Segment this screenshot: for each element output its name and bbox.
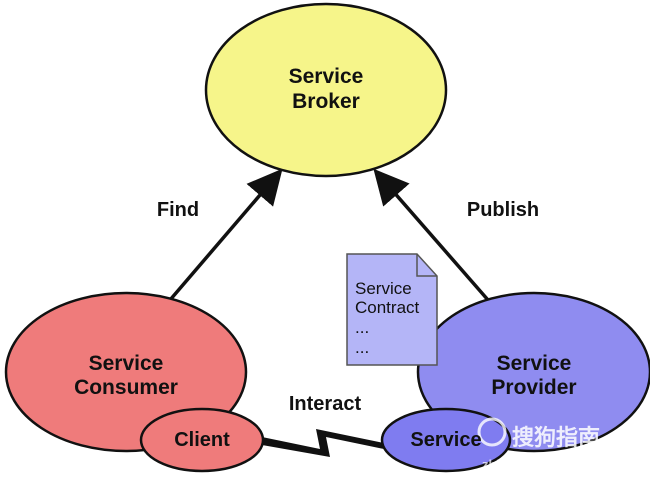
contract-line2: Contract — [355, 298, 420, 317]
consumer-label-line1: Service — [88, 352, 164, 375]
publish-label: Publish — [466, 199, 540, 221]
contract-line4: ... — [355, 338, 370, 357]
broker-label-line1: Service — [288, 65, 364, 88]
find-label: Find — [156, 199, 200, 221]
consumer-label-line2: Consumer — [74, 376, 178, 399]
contract-line3: ... — [355, 318, 370, 337]
service-label: Service — [410, 429, 482, 451]
provider-label-line1: Service — [496, 352, 572, 375]
watermark-logo-icon — [477, 417, 507, 447]
client-label: Client — [174, 429, 230, 451]
doc-fold — [416, 254, 437, 277]
client-node — [139, 407, 265, 473]
service-broker-node — [204, 2, 448, 178]
provider-label-line2: Provider — [491, 376, 577, 399]
publish-arrow — [373, 168, 490, 302]
interact-label: Interact — [288, 393, 362, 415]
find-arrow — [168, 168, 283, 302]
service-node — [380, 407, 512, 473]
watermark-url: zhinan.sogou.com — [482, 457, 597, 472]
service-contract-doc — [346, 253, 438, 366]
interact-lightning — [262, 429, 384, 457]
watermark-brand: 搜狗指南 — [512, 425, 601, 450]
contract-line1: Service — [355, 279, 412, 298]
broker-label-line2: Broker — [292, 90, 360, 113]
